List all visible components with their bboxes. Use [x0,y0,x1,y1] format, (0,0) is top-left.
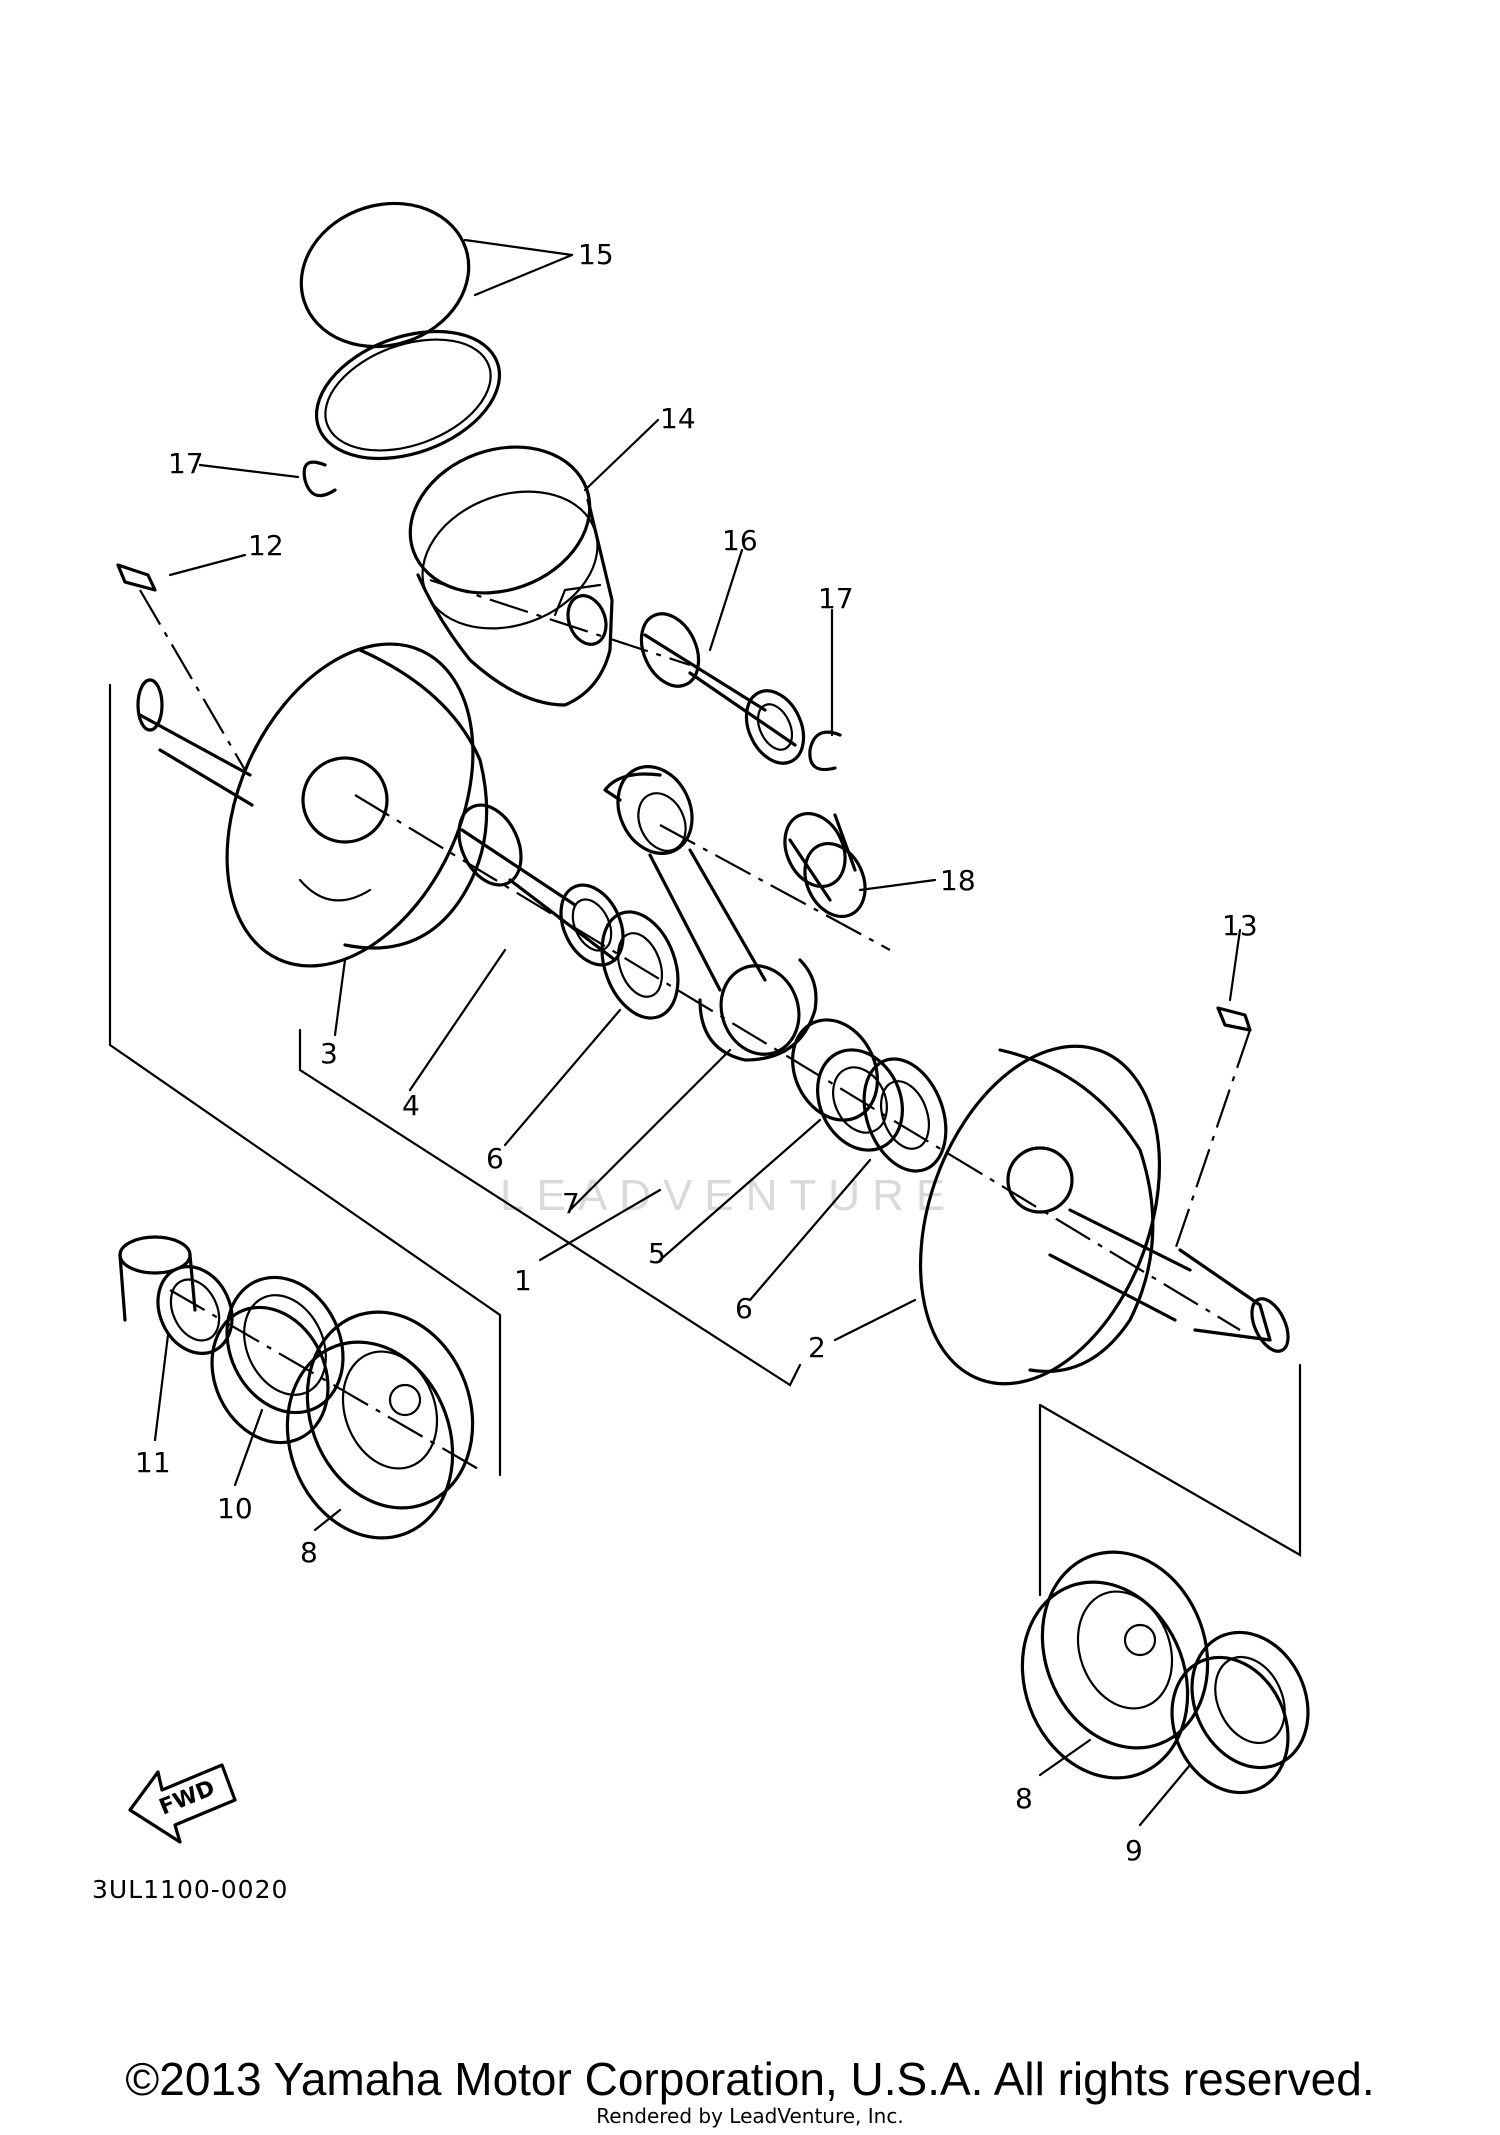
callout-17-left: 17 [168,447,204,480]
piston [408,445,614,707]
copyright-notice: ©2013 Yamaha Motor Corporation, U.S.A. A… [125,2053,1375,2105]
oil-seal-right [1170,1630,1310,1795]
piston-rings [299,201,502,461]
callout-10: 10 [217,1492,253,1525]
axis-bearing-left [169,1289,481,1471]
thrust-washer-left [600,910,680,1020]
axis-pin [429,578,691,667]
callout-1: 1 [514,1264,532,1297]
axis-conrod [659,824,891,951]
callout-16: 16 [722,524,758,557]
rendered-by: Rendered by LeadVenture, Inc. [596,2104,904,2128]
callout-12: 12 [248,529,284,562]
bearing-left [285,1310,475,1540]
crank-pin [457,803,625,967]
callout-18: 18 [940,864,976,897]
callout-6-left: 6 [486,1142,504,1175]
oil-seal-left [210,1275,345,1445]
crank-wheel-right [918,1044,1290,1386]
diagram-code: 3UL1100-0020 [92,1875,288,1904]
callout-15: 15 [578,238,614,271]
crank-wheel-left [136,642,489,968]
fwd-label: FWD [156,1776,219,1821]
circlip-right [808,730,842,772]
woodruff-key-left [116,563,157,592]
callout-3: 3 [320,1037,338,1070]
bracket-right [1038,1363,1302,1597]
watermark: LEADVENTURE [500,1171,957,1220]
fwd-arrow: FWD [128,1763,237,1844]
axis-key-left [139,589,246,771]
axis-crankshaft [354,794,1241,1331]
callout-13: 13 [1222,909,1258,942]
callout-14: 14 [660,402,696,435]
callout-17-right: 17 [818,582,854,615]
bearing-right [1020,1550,1210,1780]
axis-key-right [1173,1029,1252,1251]
callout-2: 2 [808,1331,826,1364]
callout-8-right: 8 [1015,1782,1033,1815]
small-end-bearing [783,811,867,919]
callout-6-right: 6 [735,1292,753,1325]
callout-5: 5 [648,1237,666,1270]
callout-8-left: 8 [300,1536,318,1569]
woodruff-key-right [1216,1006,1252,1032]
callout-7: 7 [562,1187,580,1220]
circlip-left [302,460,337,498]
callout-11: 11 [135,1446,171,1479]
callout-9: 9 [1125,1834,1143,1867]
piston-pin [639,612,806,765]
connecting-rod [603,765,818,1062]
bracket-crank [298,1028,802,1387]
bracket-left [108,683,502,1477]
leader-lines [153,238,1242,1827]
big-end-bearing [791,1018,904,1152]
callout-4: 4 [402,1089,420,1122]
